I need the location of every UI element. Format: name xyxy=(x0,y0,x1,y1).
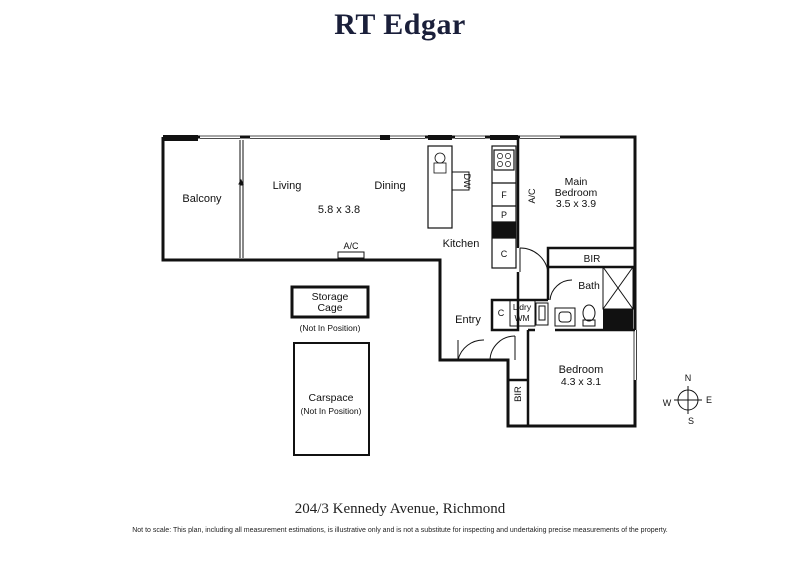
label-bir-side: BIR xyxy=(513,386,524,402)
label-main: Main xyxy=(565,176,588,188)
window-lines xyxy=(200,135,637,380)
kitchen-wall-block xyxy=(492,222,516,238)
shower xyxy=(602,266,634,310)
compass-w: W xyxy=(663,398,672,408)
label-living-dims: 5.8 x 3.8 xyxy=(318,204,360,216)
label-ac-living: A/C xyxy=(343,241,359,251)
label-dw: DW xyxy=(462,174,472,189)
label-main-bedroom: Bedroom xyxy=(555,187,598,199)
label-ac-bedroom: A/C xyxy=(527,188,537,204)
label-bath: Bath xyxy=(578,280,600,292)
label-bedroom: Bedroom xyxy=(559,364,604,376)
label-bedroom-dims: 4.3 x 3.1 xyxy=(561,376,601,388)
compass-icon xyxy=(674,386,702,414)
vanity xyxy=(554,307,576,327)
label-laundry: L'dry xyxy=(513,302,532,312)
compass-n: N xyxy=(685,373,692,383)
compass-s: S xyxy=(688,416,694,426)
label-balcony: Balcony xyxy=(182,193,222,205)
storage-cage xyxy=(290,285,370,319)
label-bir-top: BIR xyxy=(584,254,601,265)
label-living: Living xyxy=(273,180,302,192)
disclaimer: Not to scale: This plan, including all m… xyxy=(132,527,668,534)
label-wm: WM xyxy=(514,313,529,323)
label-pantry: P xyxy=(501,210,507,220)
label-carspace-note: (Not In Position) xyxy=(301,406,362,416)
label-cupboard-entry: C xyxy=(498,308,505,318)
outer-walls xyxy=(161,135,637,428)
toilet xyxy=(582,304,596,327)
label-fridge: F xyxy=(501,190,507,200)
ac-unit-living xyxy=(337,251,365,259)
carspace xyxy=(293,342,370,456)
wall-blocks xyxy=(163,135,518,141)
property-address: 204/3 Kennedy Avenue, Richmond xyxy=(294,501,506,517)
label-cupboard-kitchen: C xyxy=(501,249,508,259)
laundry-cabinet xyxy=(509,299,549,327)
kitchen-island xyxy=(427,145,453,229)
label-kitchen: Kitchen xyxy=(443,238,480,250)
dishwasher xyxy=(451,171,470,191)
label-cage: Cage xyxy=(317,302,342,314)
balcony-sliding-door[interactable] xyxy=(238,140,244,258)
label-storage: Storage xyxy=(312,291,349,303)
label-main-bedroom-dims: 3.5 x 3.9 xyxy=(556,198,596,210)
label-dining: Dining xyxy=(374,180,405,192)
brand-logo: RT Edgar xyxy=(334,8,466,41)
windows xyxy=(200,135,637,380)
compass-e: E xyxy=(706,395,712,405)
label-storage-note: (Not In Position) xyxy=(300,323,361,333)
label-entry: Entry xyxy=(455,314,481,326)
label-carspace: Carspace xyxy=(309,392,354,404)
shower-block xyxy=(603,309,633,329)
doors[interactable] xyxy=(457,247,573,361)
